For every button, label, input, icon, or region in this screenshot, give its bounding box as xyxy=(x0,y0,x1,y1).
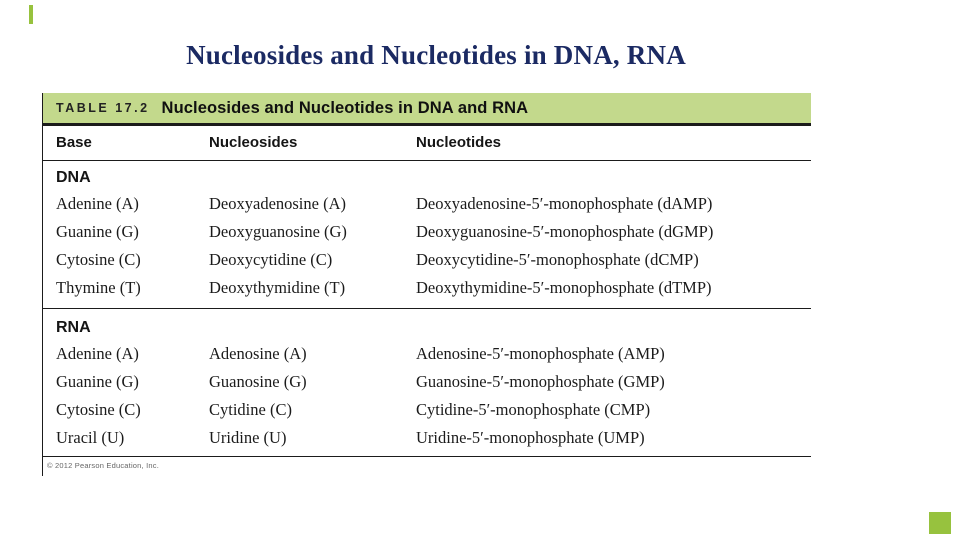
slide-accent-dash xyxy=(29,5,33,24)
table-row: Cytosine (C) Cytidine (C) Cytidine-5′-mo… xyxy=(43,396,811,424)
column-header-row: Base Nucleosides Nucleotides xyxy=(43,126,811,161)
cell-base: Adenine (A) xyxy=(56,194,139,213)
table-number-label: TABLE 17.2 xyxy=(56,101,150,115)
section-label-row: DNA xyxy=(43,161,811,190)
table-row: Guanine (G) Deoxyguanosine (G) Deoxyguan… xyxy=(43,218,811,246)
section-label-row: RNA xyxy=(43,311,811,340)
slide-accent-square xyxy=(929,512,951,534)
table-bottom-rule xyxy=(43,456,811,457)
cell-nucleoside: Deoxycytidine (C) xyxy=(209,250,333,269)
cell-nucleotide: Deoxyguanosine-5′-monophosphate (dGMP) xyxy=(416,222,714,241)
copyright-note: © 2012 Pearson Education, Inc. xyxy=(47,461,160,470)
cell-nucleoside: Uridine (U) xyxy=(209,428,287,447)
cell-base: Guanine (G) xyxy=(56,222,139,241)
page-title: Nucleosides and Nucleotides in DNA, RNA xyxy=(186,40,686,70)
cell-nucleotide: Adenosine-5′-monophosphate (AMP) xyxy=(416,344,665,363)
cell-nucleoside: Deoxythymidine (T) xyxy=(209,278,346,297)
cell-nucleotide: Deoxythymidine-5′-monophosphate (dTMP) xyxy=(416,278,712,297)
table-row: Guanine (G) Guanosine (G) Guanosine-5′-m… xyxy=(43,368,811,396)
cell-base: Cytosine (C) xyxy=(56,400,141,419)
cell-nucleoside: Deoxyadenosine (A) xyxy=(209,194,346,213)
cell-base: Thymine (T) xyxy=(56,278,141,297)
table-row: Adenine (A) Deoxyadenosine (A) Deoxyaden… xyxy=(43,190,811,218)
table-caption: Nucleosides and Nucleotides in DNA and R… xyxy=(161,98,529,117)
cell-base: Uracil (U) xyxy=(56,428,125,447)
table-row: Adenine (A) Adenosine (A) Adenosine-5′-m… xyxy=(43,340,811,368)
cell-nucleotide: Guanosine-5′-monophosphate (GMP) xyxy=(416,372,665,391)
section-label: DNA xyxy=(56,169,91,186)
nucleotide-table: TABLE 17.2 Nucleosides and Nucleotides i… xyxy=(42,93,811,476)
table-section-dna: DNA Adenine (A) Deoxyadenosine (A) Deoxy… xyxy=(43,161,811,302)
column-header-nucleotides: Nucleotides xyxy=(416,134,502,151)
cell-nucleoside: Deoxyguanosine (G) xyxy=(209,222,347,241)
cell-nucleoside: Cytidine (C) xyxy=(209,400,292,419)
table-row: Thymine (T) Deoxythymidine (T) Deoxythym… xyxy=(43,274,811,302)
table-section-rna: RNA Adenine (A) Adenosine (A) Adenosine-… xyxy=(43,308,811,452)
table-row: Cytosine (C) Deoxycytidine (C) Deoxycyti… xyxy=(43,246,811,274)
cell-base: Cytosine (C) xyxy=(56,250,141,269)
cell-nucleoside: Guanosine (G) xyxy=(209,372,307,391)
table-header-band: TABLE 17.2 Nucleosides and Nucleotides i… xyxy=(43,93,811,126)
cell-base: Guanine (G) xyxy=(56,372,139,391)
cell-nucleoside: Adenosine (A) xyxy=(209,344,307,363)
column-header-nucleosides: Nucleosides xyxy=(209,134,298,151)
cell-nucleotide: Deoxyadenosine-5′-monophosphate (dAMP) xyxy=(416,194,713,213)
cell-nucleotide: Cytidine-5′-monophosphate (CMP) xyxy=(416,400,651,419)
table-row: Uracil (U) Uridine (U) Uridine-5′-monoph… xyxy=(43,424,811,452)
cell-nucleotide: Uridine-5′-monophosphate (UMP) xyxy=(416,428,645,447)
cell-nucleotide: Deoxycytidine-5′-monophosphate (dCMP) xyxy=(416,250,699,269)
section-label: RNA xyxy=(56,319,91,336)
column-header-base: Base xyxy=(56,134,92,151)
cell-base: Adenine (A) xyxy=(56,344,139,363)
